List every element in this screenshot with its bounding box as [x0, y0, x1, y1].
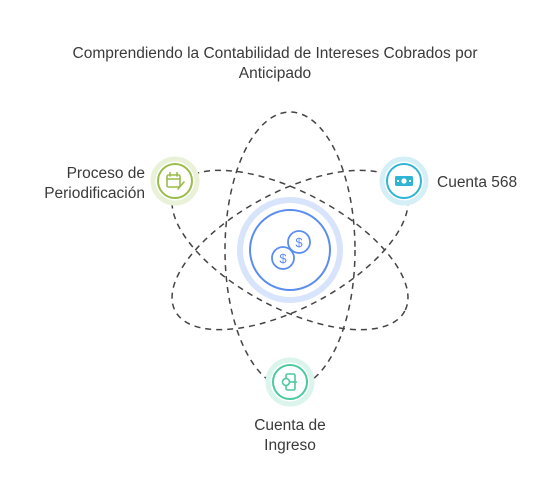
orbit-diagonal-a [171, 169, 409, 331]
svg-text:$: $ [295, 235, 303, 250]
label-bottom-line-1: Cuenta de [254, 417, 326, 434]
label-left-line-2: Periodificación [44, 185, 145, 202]
label-left-line-1: Proceso de [66, 165, 145, 182]
income-transfer-icon [281, 373, 297, 391]
label-proceso-periodificacion: Proceso de Periodificación [30, 164, 145, 204]
title-line-1: Comprendiendo la Contabilidad de Interes… [72, 45, 478, 62]
label-right-text: Cuenta 568 [437, 174, 518, 191]
label-cuenta-ingreso: Cuenta de Ingreso [230, 416, 350, 456]
svg-text:$: $ [279, 251, 287, 266]
left-node [150, 156, 200, 206]
label-bottom-line-2: Ingreso [264, 437, 316, 454]
right-node [379, 156, 429, 206]
bottom-node [265, 357, 315, 407]
banknote-icon [395, 176, 413, 186]
calendar-edit-icon [166, 171, 185, 190]
dollar-coins-icon: $ $ [271, 230, 311, 270]
orbit-vertical [224, 111, 356, 389]
label-cuenta-568: Cuenta 568 [437, 173, 537, 193]
diagram-title: Comprendiendo la Contabilidad de Interes… [40, 44, 510, 84]
center-node: $ $ [237, 197, 343, 303]
title-line-2: Anticipado [238, 65, 312, 82]
